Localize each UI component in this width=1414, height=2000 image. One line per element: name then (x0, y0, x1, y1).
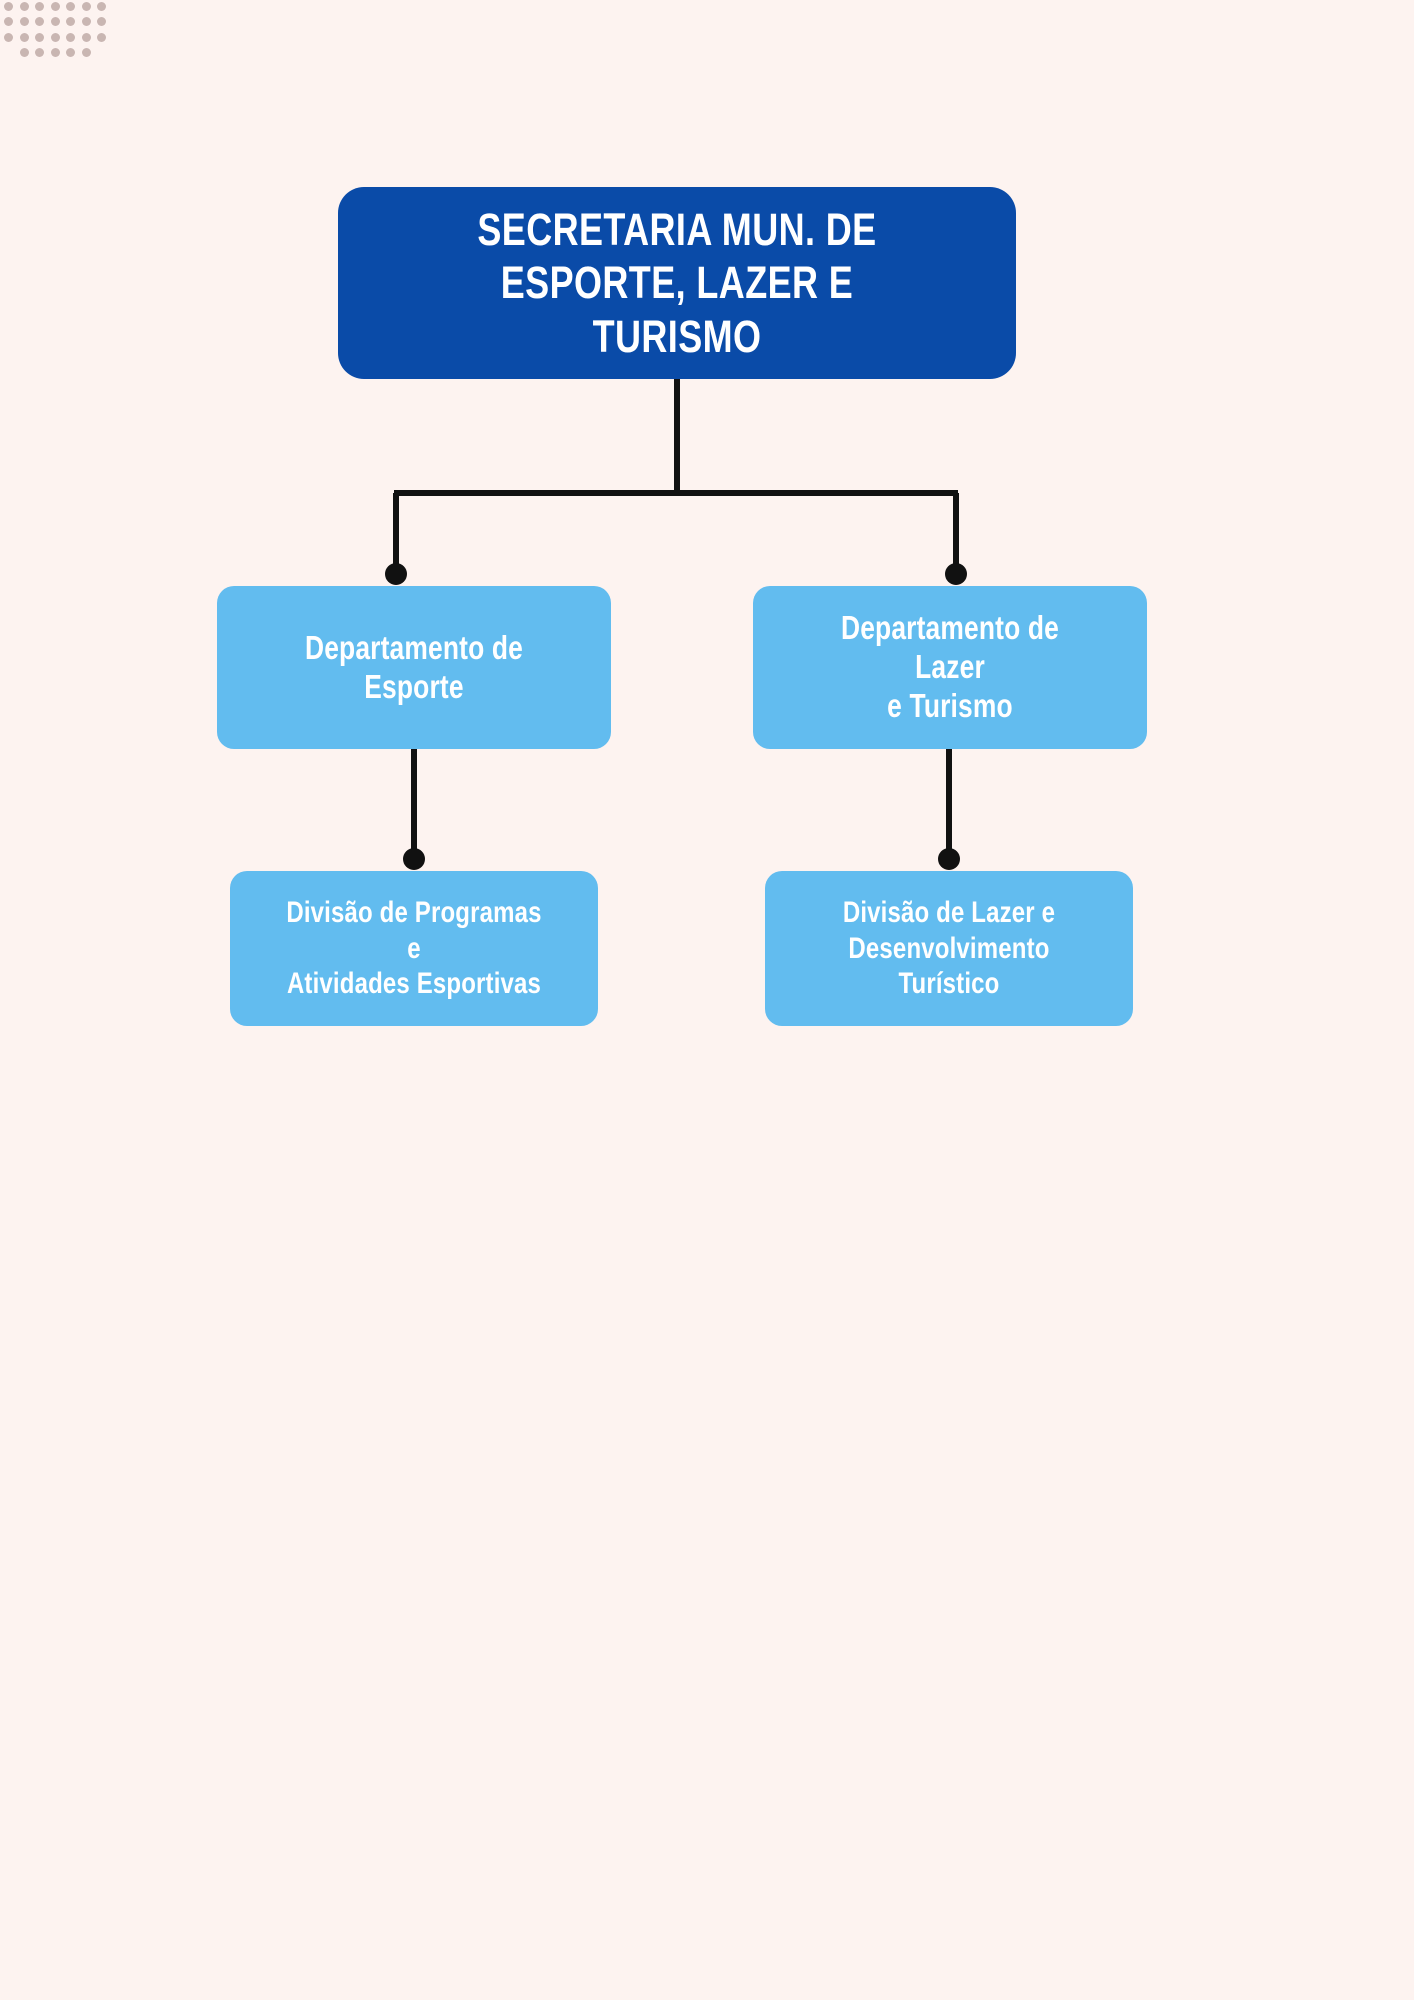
node-secretaria-root[interactable]: SECRETARIA MUN. DE ESPORTE, LAZER E TURI… (338, 187, 1016, 379)
decorative-dot (97, 32, 106, 42)
decorative-dot (66, 1, 75, 11)
node-root-label: SECRETARIA MUN. DE ESPORTE, LAZER E TURI… (477, 204, 877, 362)
decorative-dot (81, 48, 91, 57)
decorative-dot (50, 48, 60, 57)
decorative-dot (19, 48, 29, 57)
decorative-dot (66, 32, 75, 42)
decorative-dot (50, 32, 60, 42)
decorative-dot (81, 17, 91, 26)
decorative-dot (35, 48, 44, 57)
node-divisao-de-lazer-e-desenvolvimento-turistico[interactable]: Divisão de Lazer e Desenvolvimento Turís… (765, 871, 1133, 1026)
decorative-dot (19, 32, 29, 42)
decorative-dot (35, 1, 44, 11)
node-divisao-de-programas-e-atividades-esportivas[interactable]: Divisão de Programas e Atividades Esport… (230, 871, 598, 1026)
connector-dot-dept-esporte (385, 563, 407, 585)
decorative-dot (35, 32, 44, 42)
decorative-dot (19, 1, 29, 11)
node-departamento-de-esporte[interactable]: Departamento de Esporte (217, 586, 611, 749)
node-departamento-de-lazer-e-turismo[interactable]: Departamento de Lazer e Turismo (753, 586, 1147, 749)
decorative-dot (97, 17, 106, 26)
node-divisao-de-lazer-e-desenvolvimento-turistico-label: Divisão de Lazer e Desenvolvimento Turís… (842, 896, 1056, 1001)
connector-dot-div-esportivas (403, 848, 425, 870)
node-departamento-de-lazer-e-turismo-label: Departamento de Lazer e Turismo (840, 609, 1060, 724)
decorative-dot (66, 48, 75, 57)
decorative-dot (97, 1, 106, 11)
dot-grid-decoration (4, 0, 114, 57)
node-divisao-de-programas-e-atividades-esportivas-label: Divisão de Programas e Atividades Esport… (286, 896, 542, 1001)
decorative-dot (4, 32, 13, 42)
decorative-dot (81, 32, 91, 42)
decorative-dot (66, 17, 75, 26)
decorative-dot (4, 17, 13, 26)
decorative-dot (50, 17, 60, 26)
connector-dot-dept-lazer (945, 563, 967, 585)
decorative-dot (4, 1, 13, 11)
connector-dot-div-turistico (938, 848, 960, 870)
decorative-dot (81, 1, 91, 11)
node-departamento-de-esporte-label: Departamento de Esporte (304, 628, 524, 705)
decorative-dot (50, 1, 60, 11)
decorative-dot (35, 17, 44, 26)
decorative-dot (19, 17, 29, 26)
